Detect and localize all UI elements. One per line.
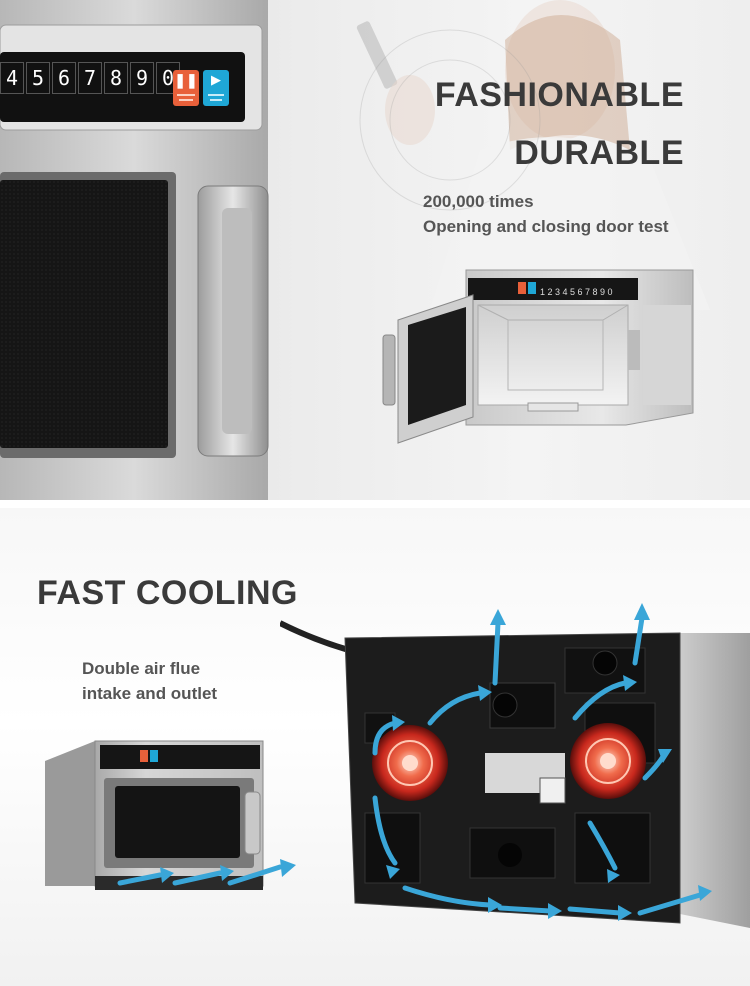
airflow-arrow-icon xyxy=(117,864,283,886)
fan-icon xyxy=(372,725,448,801)
durability-count: 200,000 times xyxy=(423,192,534,211)
durability-detail: 200,000 times Opening and closing door t… xyxy=(423,189,669,239)
keypad-digit: 8 xyxy=(104,62,128,94)
microwave-front-view xyxy=(45,740,264,890)
microwave-open-door: 1 2 3 4 5 6 7 8 9 0 xyxy=(382,269,694,444)
durability-test: Opening and closing door test xyxy=(423,217,669,236)
microwave-back-panel xyxy=(280,603,750,928)
headline-durable: DURABLE xyxy=(514,134,684,172)
headline-fast-cooling: FAST COOLING xyxy=(37,574,298,612)
keypad-digit: 6 xyxy=(52,62,76,94)
keypad-digit: 4 xyxy=(0,62,24,94)
fan-icon xyxy=(570,723,646,799)
headline-fashionable: FASHIONABLE xyxy=(434,76,684,114)
fast-cooling-panel: FAST COOLING Double air flue intake and … xyxy=(0,508,750,986)
keypad-digit: 9 xyxy=(130,62,154,94)
cooling-detail-line-2: intake and outlet xyxy=(82,684,218,703)
play-icon: ▶ xyxy=(211,72,221,87)
keypad: 4 5 6 7 8 9 0 xyxy=(0,62,182,98)
keypad-digit: 7 xyxy=(78,62,102,94)
airflow-arrow-icon xyxy=(372,615,703,916)
front-intake-arrows xyxy=(117,859,296,886)
cooling-detail: Double air flue intake and outlet xyxy=(82,656,217,706)
keypad-digit: 5 xyxy=(26,62,50,94)
section-divider xyxy=(0,500,750,508)
fashionable-durable-panel: 4 5 6 7 8 9 0 ❚❚ ▶ FASHIONABLE DURABLE 2… xyxy=(0,0,750,500)
pause-icon: ❚❚ xyxy=(174,72,198,88)
keypad-small-digits: 1 2 3 4 5 6 7 8 9 0 xyxy=(540,287,613,297)
background-woman-with-tablet xyxy=(356,0,710,310)
cooling-detail-line-1: Double air flue xyxy=(82,659,201,678)
start-button: ▶ xyxy=(203,70,229,106)
pause-button: ❚❚ xyxy=(173,70,199,106)
